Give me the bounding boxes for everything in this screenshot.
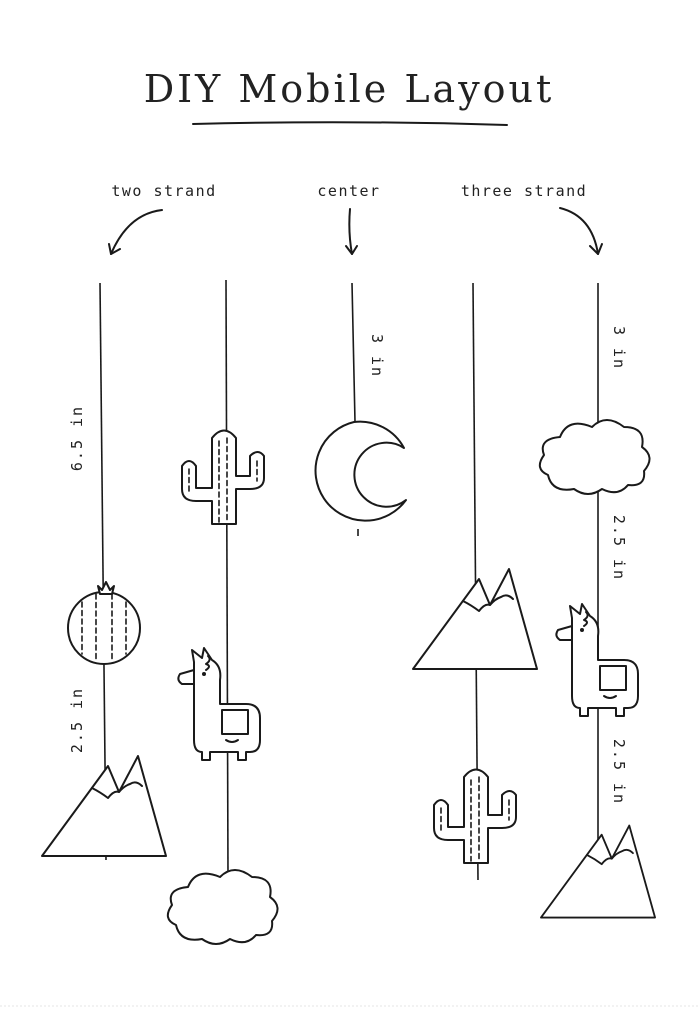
measure-right-middle: 2.5 in	[610, 515, 628, 581]
label-two-strand: two strand	[111, 182, 216, 200]
strand-1: 6.5 in 2.5 in	[41, 282, 167, 861]
page-title: DIY Mobile Layout	[144, 67, 555, 111]
strand-4	[412, 282, 538, 881]
measure-left-bottom: 2.5 in	[68, 687, 86, 753]
label-three-strand: three strand	[461, 182, 587, 200]
measure-right-bottom: 2.5 in	[610, 739, 628, 805]
strand-5: 3 in 2.5 in 2.5 in	[538, 283, 656, 919]
llama-ornament	[177, 647, 261, 761]
round-cactus-ornament	[67, 581, 141, 665]
moon-ornament	[314, 420, 407, 536]
mountain-ornament	[412, 568, 538, 670]
mountain-ornament	[540, 824, 656, 919]
cactus-ornament	[181, 429, 265, 525]
strand-1-string	[99, 282, 107, 861]
measure-left-top: 6.5 in	[68, 405, 86, 471]
measure-right-top: 3 in	[610, 326, 628, 370]
measure-center-top: 3 in	[368, 334, 386, 378]
strand-3-string	[351, 282, 356, 423]
title-underline	[192, 121, 508, 126]
strand-2	[166, 279, 279, 945]
cactus-ornament	[433, 768, 517, 864]
mountain-ornament	[41, 755, 167, 857]
label-center: center	[317, 182, 380, 200]
arrow-center-icon	[345, 208, 358, 255]
cloud-ornament	[538, 419, 651, 495]
arrow-two-strand-icon	[108, 209, 163, 255]
cloud-ornament	[166, 869, 279, 945]
arrow-three-strand-icon	[559, 207, 603, 255]
strand-2-string	[225, 279, 229, 876]
strand-3: 3 in	[314, 282, 407, 536]
